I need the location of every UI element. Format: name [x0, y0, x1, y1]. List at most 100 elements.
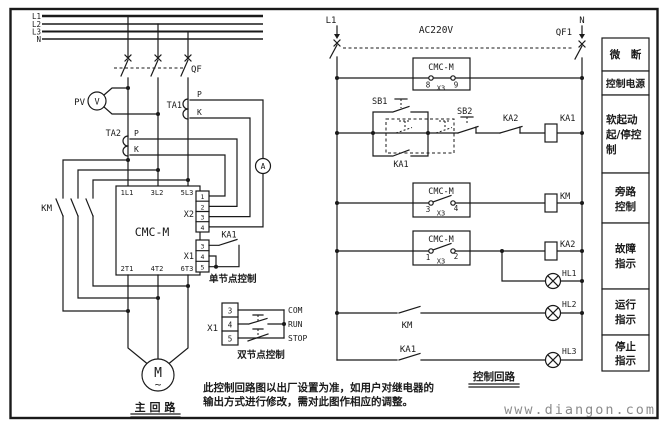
control-l1-label: L1: [326, 16, 337, 26]
legend-run-1: 运行: [615, 298, 636, 311]
legend-box-softstart: [601, 94, 650, 174]
r3-km-coil-label: KM: [560, 192, 570, 202]
r4-model: CMC-M: [428, 235, 454, 245]
x1-label: X1: [184, 252, 194, 262]
r2-sb1-label: SB1: [372, 97, 387, 107]
breaker-qf-label: QF: [191, 65, 202, 75]
motor-symbol: [141, 358, 175, 392]
starter-terminal-2t1: 2T1: [121, 265, 134, 273]
r4-hl1-label: HL1: [562, 269, 577, 278]
ct-ta2-p: P: [134, 129, 139, 138]
r3-terminal-b-label: 4: [454, 204, 459, 213]
r4-terminal-a-label: 1: [426, 253, 431, 262]
feeder-drops: [127, 15, 189, 59]
legend-control-power: 控制电源: [606, 77, 645, 90]
dual-node-com-label: COM: [288, 306, 303, 315]
control-circuit: L1 N AC220V QF1 CMC-M 8 X3 9: [326, 16, 586, 388]
r1-terminal-b-label: 9: [454, 81, 459, 90]
starter-terminal-3l2: 3L2: [151, 189, 164, 197]
x2-label: X2: [184, 210, 194, 220]
x1-pin-3: 3: [201, 243, 205, 251]
r1-terminal-a: [428, 75, 434, 81]
x2-terminal-strip: [195, 190, 210, 233]
r6-ka1-contact-label: KA1: [400, 345, 416, 355]
legend-box-run: [601, 288, 650, 336]
dual-node-stop-label: STOP: [288, 334, 307, 343]
r1-model: CMC-M: [428, 63, 454, 73]
legend-bypass-1: 旁路: [614, 185, 636, 198]
r4-lamp-branch: [501, 250, 583, 282]
legend-run-2: 指示: [615, 313, 636, 326]
legend-box-breaker: [601, 37, 650, 72]
starter-terminal-1l1: 1L1: [121, 189, 134, 197]
single-node-relay-label: KA1: [221, 231, 236, 241]
r5-km-contact-label: KM: [402, 321, 413, 331]
r6-hl3-label: HL3: [562, 347, 577, 356]
ammeter-glyph: A: [261, 162, 266, 171]
r3-km-coil: [544, 193, 558, 213]
r3-terminal-a-label: 3: [426, 205, 431, 214]
main-circuit-caption-underline: [130, 413, 181, 418]
control-breaker-symbol: [329, 25, 586, 60]
legend-box-stop: [601, 334, 650, 372]
legend-column: 微 断 控制电源 软起动 起/停控 制 旁路 控制 故障 指示 运行 指示 停止…: [601, 37, 650, 372]
motor-feed-wires: [127, 274, 189, 365]
x1-pin-4: 4: [201, 253, 205, 261]
dual-node-pin-4: 4: [228, 321, 233, 330]
r3-contact-blade: [432, 194, 452, 203]
phase-label-l1: L1: [32, 12, 41, 21]
legend-box-bypass: [601, 172, 650, 224]
r4-terminal-b-label: 2: [454, 252, 459, 261]
x2-pin-3: 3: [201, 214, 205, 222]
ct-ta1-k: K: [197, 108, 202, 117]
ct-ta2-k: K: [134, 145, 139, 154]
voltmeter-symbol: [87, 86, 160, 116]
ct-ta1-symbol: [182, 98, 189, 120]
legend-stop-2: 指示: [615, 354, 636, 367]
r4-hl1-lamp: [544, 272, 562, 290]
phase-label-l3: L3: [32, 28, 41, 37]
r4-contact-blade: [432, 242, 452, 251]
dual-node-caption: 双节点控制: [236, 349, 285, 361]
r3-model: CMC-M: [428, 187, 454, 197]
r2-ka2-contact-label: KA2: [503, 114, 518, 124]
r6-ka1-contact: [398, 352, 421, 361]
legend-box-fault: [601, 222, 650, 290]
ct-ta2-symbol: [122, 135, 129, 157]
legend-bypass-2: 控制: [615, 200, 636, 213]
r2-wires: [336, 98, 583, 157]
r5-hl2-lamp: [544, 304, 562, 322]
ct-secondary-wires: [129, 99, 264, 228]
r4-x3-label: X3: [437, 258, 445, 266]
phase-label-n: N: [36, 35, 41, 44]
r5-hl2-label: HL2: [562, 300, 577, 309]
footnote: 此控制回路图以出厂设置为准，如用户对继电器的 输出方式进行修改，需对此图作相应的…: [203, 381, 434, 408]
dual-node-run-label: RUN: [288, 320, 303, 329]
starter-terminal-4t2: 4T2: [151, 265, 164, 273]
ct-ta1-p: P: [197, 90, 202, 99]
dual-node-pin-3: 3: [228, 307, 233, 316]
r3-cmcm-box: [412, 182, 471, 218]
r1-terminal-a-label: 8: [426, 81, 431, 90]
dual-node-x1-label: X1: [207, 324, 218, 334]
x1-pin-5: 5: [201, 264, 205, 272]
dual-node-pin-5: 5: [228, 335, 233, 344]
voltmeter-label: PV: [74, 98, 85, 108]
single-node-control: [208, 238, 240, 269]
legend-softstart-2: 起/停控: [605, 128, 642, 141]
starter-terminal-6t3: 6T3: [181, 265, 194, 273]
legend-fault-1: 故障: [615, 242, 636, 255]
r4-ka2-coil-label: KA2: [560, 240, 575, 250]
control-buses: [336, 56, 583, 361]
r5-km-contact: [398, 305, 421, 314]
bypass-contactor-symbol: [55, 158, 190, 313]
x2-pin-1: 1: [201, 193, 205, 201]
legend-stop-1: 停止: [615, 340, 636, 353]
phase-label-l2: L2: [32, 20, 41, 29]
voltmeter-glyph: V: [94, 98, 99, 108]
x2-pin-4: 4: [201, 224, 205, 232]
r2-ka1-hold-label: KA1: [393, 160, 408, 170]
control-voltage-label: AC220V: [419, 25, 454, 36]
r6-hl3-lamp: [544, 351, 562, 369]
